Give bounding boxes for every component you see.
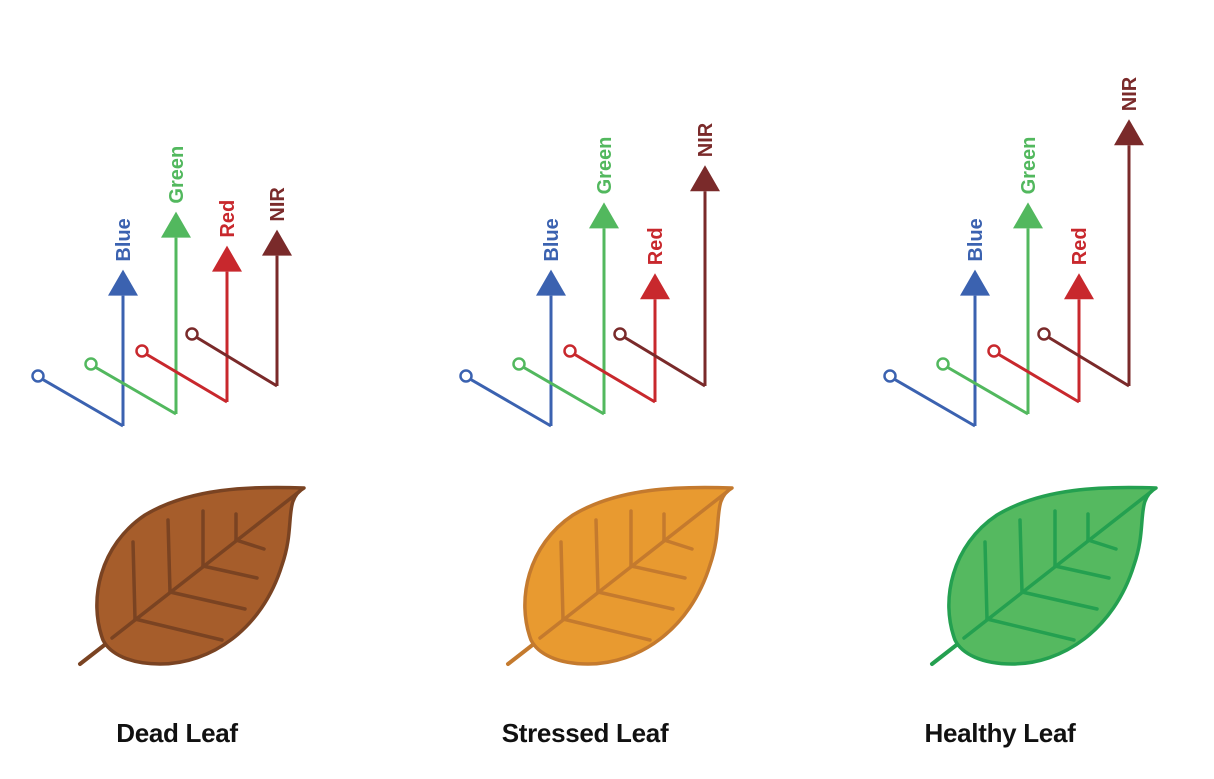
red-source-point: [563, 344, 577, 358]
green-reflectance-arrowhead: [1013, 202, 1043, 229]
leaf-vein: [131, 540, 137, 621]
leaf-midrib: [962, 489, 1154, 640]
leaf-illustration: [78, 485, 306, 666]
nir-source-point: [1037, 327, 1051, 341]
green-source-point: [84, 357, 98, 371]
blue-incident-ray: [469, 377, 552, 428]
nir-incident-ray: [623, 335, 706, 388]
red-incident-ray: [145, 352, 228, 404]
leaf-vein: [594, 518, 600, 594]
leaf-midrib: [538, 489, 730, 640]
red-band-label: Red: [217, 200, 239, 238]
leaf-illustration: [930, 485, 1158, 666]
leaf-vein: [983, 540, 989, 621]
green-band-label: Green: [166, 146, 188, 204]
blue-reflectance-arrowhead: [536, 269, 566, 296]
blue-source-point: [31, 369, 45, 383]
leaf-blade: [523, 485, 734, 666]
green-source-point: [512, 357, 526, 371]
leaf-vein: [201, 564, 259, 580]
nir-band-label: NIR: [267, 187, 289, 222]
green-band-label: Green: [594, 137, 616, 195]
leaf-vein: [1053, 564, 1111, 580]
caption-healthy-leaf: Healthy Leaf: [924, 718, 1076, 748]
blue-incident-ray: [893, 377, 976, 428]
red-source-point: [135, 344, 149, 358]
blue-source-point: [459, 369, 473, 383]
leaf-vein: [662, 538, 694, 551]
green-source-point: [936, 357, 950, 371]
leaf-vein: [1020, 590, 1099, 611]
leaf-blade: [95, 485, 306, 666]
nir-source-point: [613, 327, 627, 341]
nir-incident-ray: [1047, 335, 1130, 388]
green-incident-ray: [946, 365, 1029, 416]
leaf-vein: [234, 538, 266, 551]
red-band-label: Red: [1069, 227, 1091, 265]
leaf-blade: [947, 485, 1158, 666]
blue-source-point: [883, 369, 897, 383]
leaf-midrib: [110, 489, 302, 640]
nir-band-label: NIR: [695, 122, 717, 157]
green-band-label: Green: [1018, 137, 1040, 195]
nir-band-label: NIR: [1119, 76, 1141, 111]
leaf-vein: [985, 617, 1076, 642]
red-reflectance-arrowhead: [212, 245, 242, 272]
green-incident-ray: [94, 365, 177, 416]
nir-reflectance-arrowhead: [690, 165, 720, 192]
leaf-vein: [133, 617, 224, 642]
leaf-vein: [596, 590, 675, 611]
caption-dead-leaf: Dead Leaf: [116, 718, 238, 748]
red-band-label: Red: [645, 227, 667, 265]
nir-incident-ray: [195, 335, 278, 388]
leaf-vein: [1018, 518, 1024, 594]
nir-reflectance-arrowhead: [1114, 119, 1144, 146]
green-reflectance-arrowhead: [161, 211, 191, 238]
nir-source-point: [185, 327, 199, 341]
blue-band-label: Blue: [541, 218, 563, 261]
blue-reflectance-arrowhead: [960, 269, 990, 296]
leaf-illustration: [506, 485, 734, 666]
leaf-vein: [1086, 538, 1118, 551]
blue-band-label: Blue: [113, 218, 135, 261]
blue-band-label: Blue: [965, 218, 987, 261]
leaf-vein: [559, 540, 565, 621]
green-incident-ray: [522, 365, 605, 416]
leaf-vein: [629, 564, 687, 580]
red-reflectance-arrowhead: [1064, 273, 1094, 300]
leaf-vein: [168, 590, 247, 611]
caption-stressed-leaf: Stressed Leaf: [501, 718, 669, 748]
nir-reflectance-arrowhead: [262, 229, 292, 256]
blue-incident-ray: [41, 377, 124, 428]
green-reflectance-arrowhead: [589, 202, 619, 229]
red-source-point: [987, 344, 1001, 358]
red-incident-ray: [997, 352, 1080, 404]
leaf-vein: [166, 518, 172, 594]
red-incident-ray: [573, 352, 656, 404]
red-reflectance-arrowhead: [640, 273, 670, 300]
leaf-vein: [561, 617, 652, 642]
blue-reflectance-arrowhead: [108, 269, 138, 296]
